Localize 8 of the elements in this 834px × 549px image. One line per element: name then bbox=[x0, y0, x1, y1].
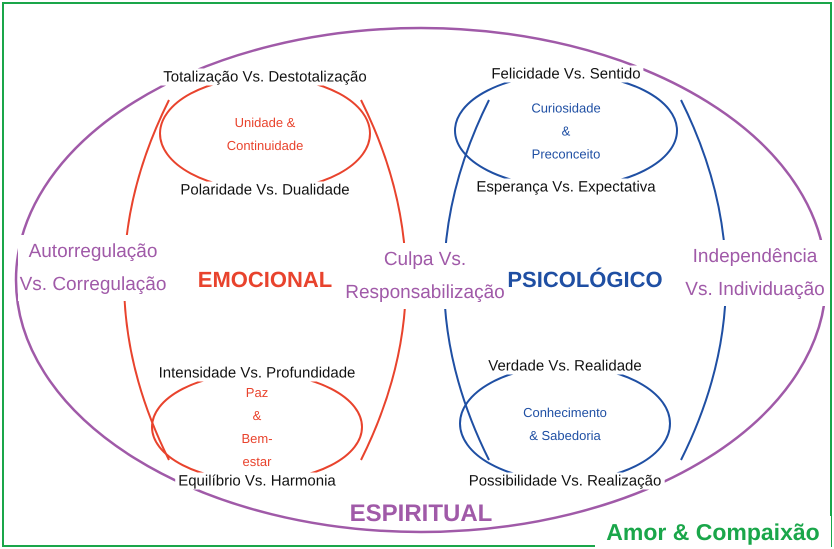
inner-text: Curiosidade & Preconceito bbox=[531, 99, 601, 163]
inner-text: Unidade & Continuidade bbox=[226, 114, 304, 154]
concept-label: Amor & Compaixão bbox=[595, 516, 831, 549]
section-title: ESPIRITUAL bbox=[348, 500, 494, 528]
concept-label: Autorregulação Vs. Corregulação bbox=[18, 235, 168, 301]
inner-text: Conhecimento & Sabedoria bbox=[523, 404, 607, 444]
pair-text: Equilíbrio Vs. Harmonia bbox=[175, 472, 339, 490]
inner-text: Paz & Bem-estar bbox=[241, 384, 273, 471]
